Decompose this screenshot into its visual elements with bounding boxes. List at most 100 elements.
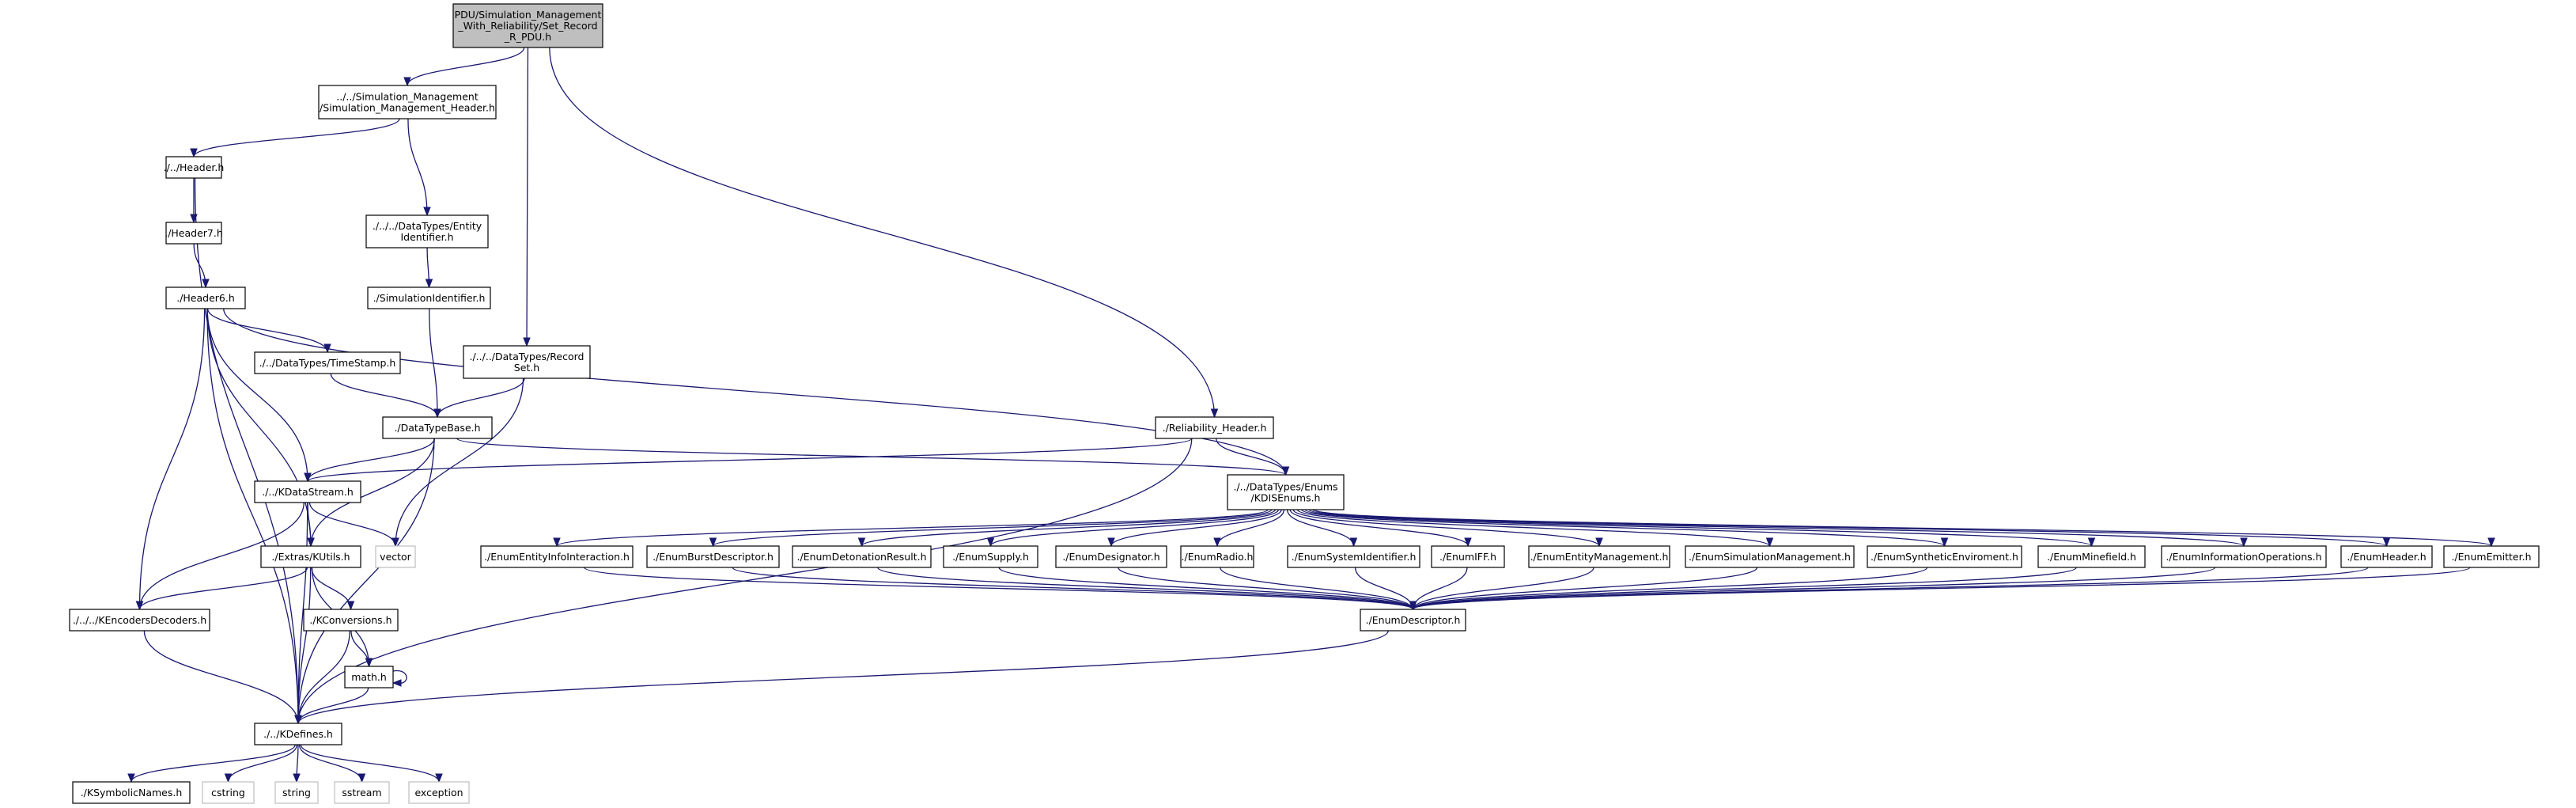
edge-h6-to-enums — [223, 308, 1287, 476]
arrowhead-kutils-to-kconv — [346, 601, 355, 611]
arrowhead-ent-to-simid — [425, 279, 433, 289]
node-e14[interactable]: ./EnumHeader.h — [2340, 545, 2433, 568]
arrowhead-kdef-to-string — [293, 773, 301, 783]
node-ksym[interactable]: ./KSymbolicNames.h — [72, 781, 191, 804]
node-label: Set.h — [514, 362, 539, 374]
node-label: ./EnumRadio.h — [1182, 551, 1254, 563]
node-box — [274, 781, 319, 804]
node-smh[interactable]: ../../Simulation_Management/Simulation_M… — [318, 85, 497, 119]
edge-enums-to-e13 — [1308, 509, 2245, 547]
arrowhead-enums-to-e10 — [1765, 537, 1774, 548]
node-box — [1867, 545, 2022, 568]
node-box — [344, 666, 394, 689]
node-label: ./EnumEmitter.h — [2451, 551, 2531, 563]
edge-enums-to-e9 — [1292, 509, 1600, 547]
node-label: math.h — [351, 671, 387, 683]
node-e15[interactable]: ./EnumEmitter.h — [2443, 545, 2540, 568]
node-box — [943, 545, 1038, 568]
arrowhead-kds-to-kutils — [307, 537, 315, 548]
node-e11[interactable]: ./EnumSyntheticEnviroment.h — [1867, 545, 2022, 568]
node-e4[interactable]: ./EnumSupply.h — [943, 545, 1038, 568]
node-label: ./../../DataTypes/Record — [470, 351, 584, 362]
node-e9[interactable]: ./EnumEntityManagement.h — [1528, 545, 1670, 568]
node-root[interactable]: PDU/Simulation_Management_With_Reliabili… — [452, 3, 603, 48]
node-sstream[interactable]: sstream — [334, 781, 390, 804]
node-header[interactable]: ./../Header.h — [164, 156, 225, 179]
node-e6[interactable]: ./EnumRadio.h — [1180, 545, 1254, 568]
node-e2[interactable]: ./EnumBurstDescriptor.h — [646, 545, 780, 568]
node-label: _With_Reliability/Set_Record — [457, 20, 597, 32]
node-e8[interactable]: ./EnumIFF.h — [1431, 545, 1505, 568]
node-label: ./Extras/KUtils.h — [271, 551, 350, 563]
edge-e2-to-edesc — [732, 567, 1414, 610]
edge-enums-to-e8 — [1289, 509, 1469, 547]
node-label: string — [282, 787, 311, 799]
node-label: ./EnumHeader.h — [2347, 551, 2426, 563]
node-edesc[interactable]: ./EnumDescriptor.h — [1360, 609, 1466, 632]
edge-encdec-to-kdef — [143, 630, 299, 724]
node-e12[interactable]: ./EnumMinefield.h — [2037, 545, 2146, 568]
node-e3[interactable]: ./EnumDetonationResult.h — [792, 545, 932, 568]
node-box — [1180, 545, 1254, 568]
edge-kutils-to-kdef — [297, 567, 312, 724]
node-label: ./EnumIFF.h — [1439, 551, 1496, 563]
node-e10[interactable]: ./EnumSimulationManagement.h — [1685, 545, 1855, 568]
node-label: ./Header7.h — [165, 227, 223, 239]
arrowhead-math-to-math — [392, 679, 402, 687]
edge-math-to-kdef — [297, 687, 369, 724]
edge-rel-to-kds — [307, 438, 1193, 482]
node-e5[interactable]: ./EnumDesignator.h — [1055, 545, 1167, 568]
edge-dtb-to-kutils — [310, 438, 435, 547]
node-e7[interactable]: ./EnumSystemIdentifier.h — [1287, 545, 1420, 568]
node-e13[interactable]: ./EnumInformationOperations.h — [2161, 545, 2327, 568]
edge-enums-to-e10 — [1296, 509, 1771, 547]
node-box — [2161, 545, 2327, 568]
node-box — [2443, 545, 2540, 568]
node-h6[interactable]: ./Header6.h — [165, 286, 246, 309]
edge-kutils-to-kconv — [311, 567, 352, 610]
node-vector[interactable]: vector — [375, 545, 416, 568]
arrowhead-h7-to-h6 — [202, 279, 210, 289]
node-kconv[interactable]: ./KConversions.h — [303, 609, 399, 632]
node-rel[interactable]: ./Reliability_Header.h — [1155, 416, 1274, 439]
node-label: ./../Header.h — [164, 161, 225, 173]
edge-ts-to-dtb — [330, 373, 438, 418]
node-simid[interactable]: ./SimulationIdentifier.h — [367, 286, 491, 309]
edge-e13-to-edesc — [1412, 567, 2216, 610]
edge-e12-to-edesc — [1412, 567, 2077, 610]
node-h7[interactable]: ./Header7.h — [165, 222, 223, 245]
edge-kds-to-encdec — [138, 502, 305, 610]
node-math[interactable]: math.h — [344, 666, 394, 689]
node-box — [254, 723, 342, 745]
node-box — [2340, 545, 2433, 568]
node-label: ./EnumEntityInfoInteraction.h — [484, 551, 630, 563]
node-ts[interactable]: ./../DataTypes/TimeStamp.h — [254, 351, 401, 374]
edge-enums-to-e15 — [1314, 509, 2492, 547]
edge-header-to-kdef — [194, 177, 299, 724]
edge-kdef-to-cstring — [227, 744, 298, 783]
node-kutils[interactable]: ./Extras/KUtils.h — [260, 545, 361, 568]
node-string[interactable]: string — [274, 781, 319, 804]
node-encdec[interactable]: ./../../KEncodersDecoders.h — [69, 609, 210, 632]
arrowhead-kdef-to-sstream — [357, 773, 366, 783]
node-box — [375, 545, 416, 568]
edge-e10-to-edesc — [1412, 567, 1758, 610]
edge-kdef-to-exception — [300, 744, 440, 783]
node-exception[interactable]: exception — [408, 781, 470, 804]
edge-kds-to-vector — [308, 502, 396, 547]
node-kds[interactable]: ./../KDataStream.h — [254, 480, 361, 503]
node-enums[interactable]: ./../DataTypes/Enums/KDISEnums.h — [1227, 474, 1345, 510]
node-e1[interactable]: ./EnumEntityInfoInteraction.h — [480, 545, 634, 568]
node-label: /Simulation_Management_Header.h — [320, 102, 495, 114]
node-box — [646, 545, 780, 568]
arrowhead-enums-to-e1 — [553, 537, 561, 548]
node-dtb[interactable]: ./DataTypeBase.h — [382, 416, 493, 439]
arrowhead-e15-to-edesc — [1409, 601, 1417, 611]
node-box — [367, 286, 491, 309]
node-box — [165, 222, 222, 245]
node-cstring[interactable]: cstring — [202, 781, 255, 804]
node-kdef[interactable]: ./../KDefines.h — [254, 723, 342, 745]
node-box — [480, 545, 634, 568]
